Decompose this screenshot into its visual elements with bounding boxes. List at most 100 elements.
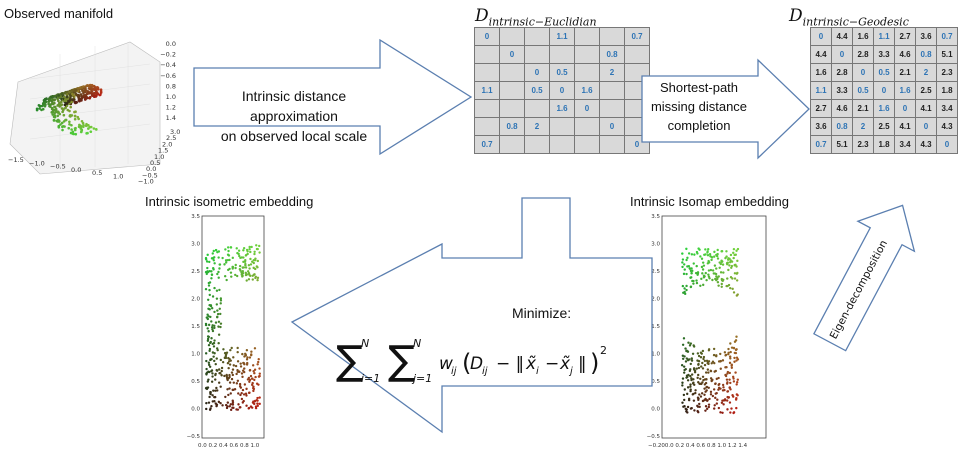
matrix-cell: 0 — [474, 27, 500, 46]
data-point — [231, 388, 234, 392]
matrix-cell — [574, 117, 600, 136]
data-point — [239, 386, 243, 389]
data-point — [254, 276, 257, 280]
data-point — [56, 118, 60, 122]
data-point — [56, 110, 60, 113]
matrix-cell — [499, 27, 525, 46]
data-point — [702, 264, 706, 267]
data-point — [706, 360, 710, 364]
data-point — [689, 385, 692, 388]
data-point — [53, 101, 56, 105]
data-point — [248, 391, 251, 394]
data-point — [217, 320, 221, 323]
data-point — [704, 405, 708, 408]
data-point — [719, 411, 722, 414]
data-point — [213, 339, 216, 342]
data-point — [208, 303, 211, 307]
data-point — [247, 278, 251, 281]
matrix-cell: 3.3 — [873, 45, 895, 64]
data-point — [82, 91, 85, 95]
data-point — [245, 404, 248, 407]
data-point — [80, 97, 83, 101]
data-point — [81, 89, 85, 93]
data-point — [210, 404, 213, 408]
data-point — [231, 399, 234, 402]
data-point — [228, 387, 231, 390]
data-point — [704, 271, 707, 275]
data-point — [217, 381, 221, 384]
data-point — [681, 343, 685, 347]
matrix-cell — [499, 81, 525, 100]
data-point — [70, 128, 73, 131]
matrix-cell: 1.6 — [873, 99, 895, 118]
data-point — [701, 272, 704, 275]
data-point — [241, 272, 245, 275]
data-point — [698, 393, 701, 396]
observed-manifold-caption: Observed manifold — [4, 6, 114, 21]
data-point — [56, 97, 59, 101]
tick-label: 0.5 — [150, 159, 160, 167]
data-point — [241, 388, 245, 392]
data-point — [734, 371, 737, 374]
data-point — [89, 125, 93, 129]
data-point — [693, 409, 696, 412]
data-point — [92, 127, 96, 130]
data-point — [248, 378, 252, 382]
data-point — [732, 247, 736, 251]
data-point — [735, 265, 738, 268]
approximation-line-1: Intrinsic distance approximation — [241, 88, 347, 124]
data-point — [239, 362, 242, 365]
data-point — [713, 250, 716, 254]
data-point — [257, 360, 260, 364]
data-point — [247, 376, 251, 380]
data-point — [716, 248, 719, 252]
data-point — [682, 393, 686, 397]
data-point — [721, 411, 724, 414]
isomap-plot-frame — [661, 215, 767, 439]
data-point — [207, 284, 211, 287]
data-point — [686, 411, 689, 414]
data-point — [90, 83, 94, 87]
matrix-cell — [574, 135, 600, 154]
data-point — [235, 247, 238, 250]
data-point — [690, 373, 694, 376]
data-point — [715, 267, 718, 270]
data-point — [239, 406, 242, 409]
data-point — [702, 357, 705, 361]
data-point — [251, 260, 254, 263]
data-point — [64, 99, 68, 102]
data-point — [719, 367, 722, 370]
data-point — [684, 360, 688, 363]
data-point — [250, 350, 253, 353]
data-point — [211, 329, 215, 333]
matrix-cell: 1.6 — [549, 99, 575, 118]
tick-label: 2.0 — [191, 297, 200, 303]
data-point — [212, 249, 215, 253]
data-point — [718, 382, 721, 386]
data-point — [696, 359, 699, 362]
data-point — [716, 398, 719, 401]
data-point — [717, 406, 721, 410]
data-point — [212, 259, 216, 262]
data-point — [216, 348, 219, 352]
data-point — [211, 351, 215, 354]
data-point — [80, 95, 83, 98]
data-point — [728, 378, 731, 381]
data-point — [725, 399, 729, 402]
data-point — [732, 346, 736, 350]
data-point — [213, 310, 216, 314]
data-point — [213, 400, 216, 403]
data-point — [256, 363, 259, 366]
data-point — [733, 360, 736, 363]
data-point — [687, 341, 690, 344]
data-point — [78, 97, 81, 100]
data-point — [250, 383, 254, 387]
data-point — [52, 119, 56, 122]
data-point — [239, 365, 243, 368]
data-point — [699, 351, 703, 354]
data-point — [236, 379, 240, 382]
